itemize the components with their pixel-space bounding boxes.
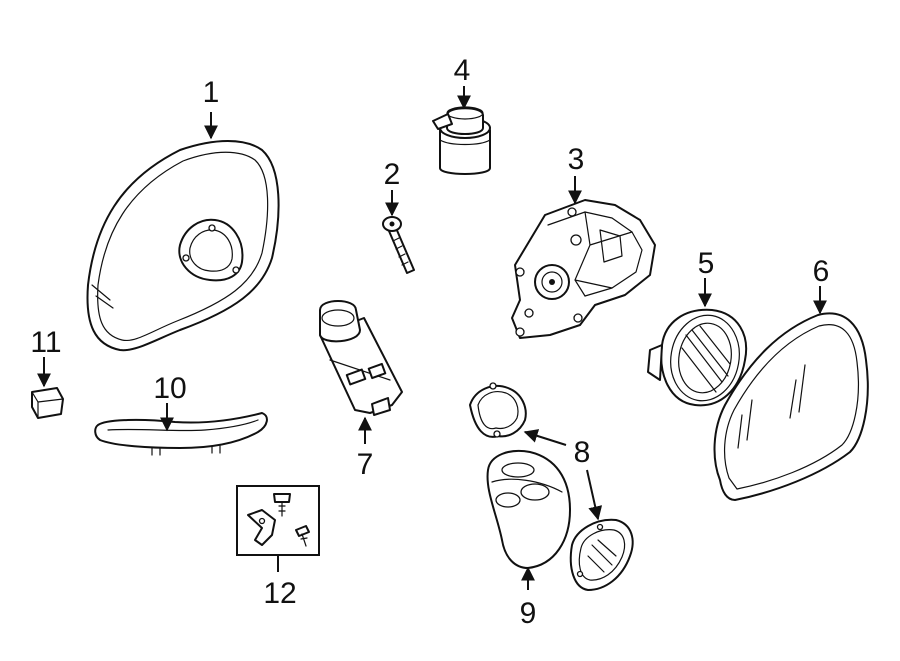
- leader-8b: [586, 469, 603, 521]
- part-10-signal-lens: [94, 412, 268, 456]
- callout-10: 10: [153, 372, 186, 405]
- callout-6: 6: [813, 255, 830, 288]
- part-2-screw: [382, 216, 415, 274]
- callout-2: 2: [384, 158, 401, 191]
- part-12-hardware-kit: [236, 485, 320, 556]
- part-5-actuator-plate: [647, 308, 748, 407]
- callout-5: 5: [698, 247, 715, 280]
- callout-1: 1: [203, 76, 220, 109]
- leader-8a: [523, 429, 567, 446]
- part-3-bracket: [511, 199, 656, 339]
- callout-12: 12: [263, 577, 296, 610]
- callout-8: 8: [574, 436, 591, 469]
- callout-4: 4: [454, 54, 471, 87]
- part-8-gasket-upper: [469, 382, 527, 438]
- leader-lines: [37, 86, 827, 590]
- part-4-motor: [432, 106, 491, 175]
- part-11-clip: [31, 387, 64, 419]
- part-6-mirror-glass: [713, 312, 869, 501]
- part-1-mirror-cover: [86, 140, 280, 352]
- part-9-base-cover: [486, 450, 571, 569]
- callout-7: 7: [357, 448, 374, 481]
- part-7-lamp-module: [319, 300, 403, 416]
- callout-9: 9: [520, 597, 537, 630]
- part-8-gasket-lower: [569, 518, 634, 591]
- callout-labels: 1 2 3 4 5 6 7 8 9 10 11 12: [30, 54, 829, 630]
- callout-3: 3: [568, 143, 585, 176]
- callout-11: 11: [30, 326, 61, 359]
